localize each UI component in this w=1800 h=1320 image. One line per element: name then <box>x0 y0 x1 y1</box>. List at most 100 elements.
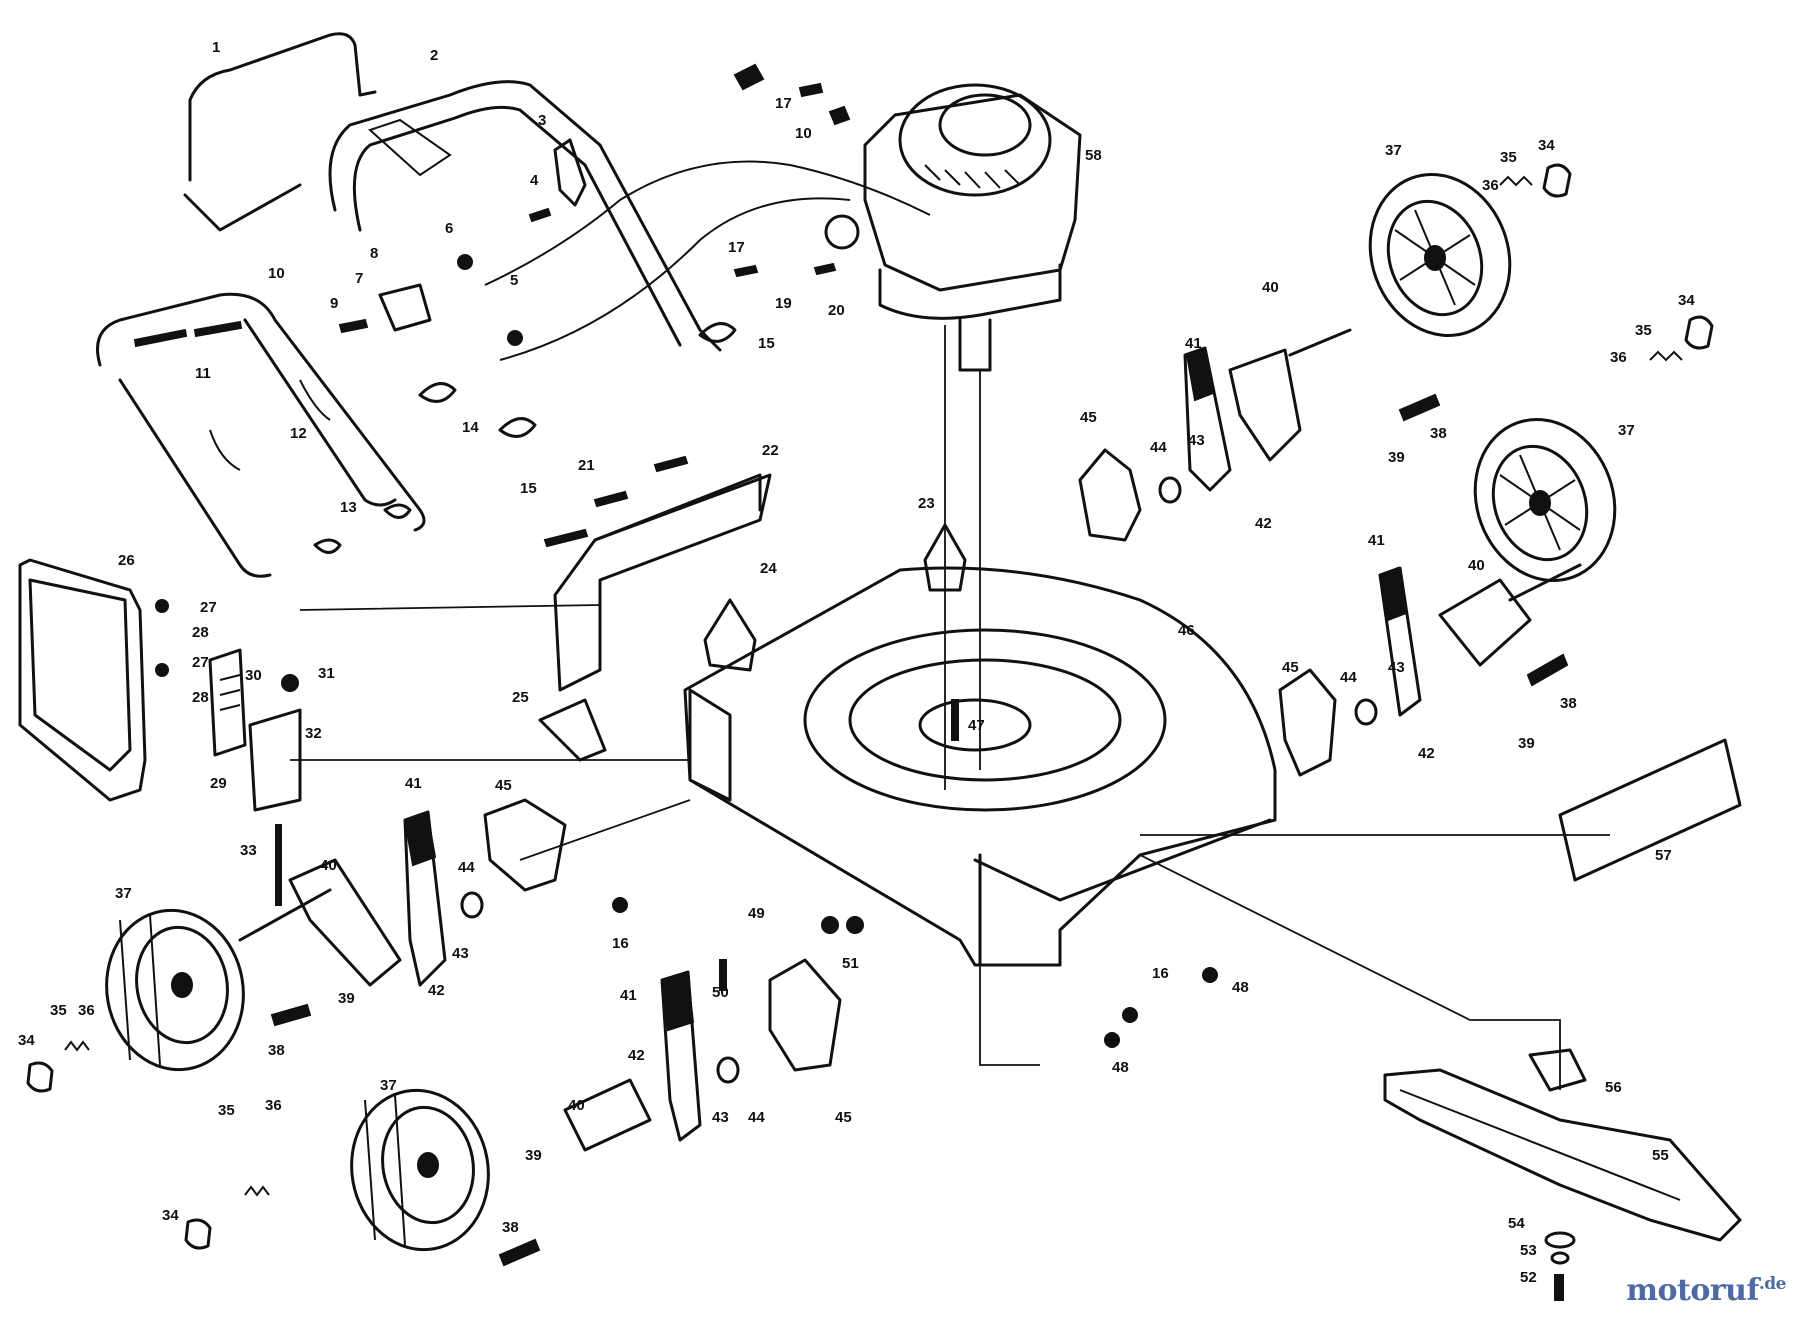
wheel-rear-right <box>1368 173 1512 337</box>
callout-21: 21 <box>578 457 595 474</box>
callout-56: 56 <box>1605 1079 1622 1096</box>
callout-29: 29 <box>210 775 227 792</box>
callout-26: 26 <box>118 552 135 569</box>
callout-42b: 42 <box>1418 745 1435 762</box>
rear-bracket-assembly <box>538 455 967 762</box>
callout-57: 57 <box>1655 847 1672 864</box>
callout-41c: 41 <box>405 775 422 792</box>
callout-34a: 34 <box>1538 137 1555 154</box>
callout-37c: 37 <box>115 885 132 902</box>
callout-9: 9 <box>330 295 338 312</box>
callout-40c: 40 <box>320 857 337 874</box>
callout-38c: 38 <box>268 1042 285 1059</box>
callout-10a: 10 <box>268 265 285 282</box>
callout-35d: 35 <box>218 1102 235 1119</box>
callout-48b: 48 <box>1112 1059 1129 1076</box>
callout-25: 25 <box>512 689 529 706</box>
watermark-tld: .de <box>1758 1274 1787 1294</box>
callout-44b: 44 <box>1340 669 1357 686</box>
callout-5: 5 <box>510 272 518 289</box>
watermark-brand: motoruf <box>1626 1273 1759 1308</box>
callout-55: 55 <box>1652 1147 1669 1164</box>
callout-45d: 45 <box>835 1109 852 1126</box>
wheel-front-left <box>350 1088 490 1252</box>
callout-42d: 42 <box>628 1047 645 1064</box>
blade-assembly <box>1383 1048 1742 1301</box>
callout-27a: 27 <box>200 599 217 616</box>
callout-45b: 45 <box>1282 659 1299 676</box>
callout-39c: 39 <box>338 990 355 1007</box>
callout-31: 31 <box>318 665 335 682</box>
callout-41b: 41 <box>1368 532 1385 549</box>
lower-handle-assembly <box>96 254 737 578</box>
callout-36a: 36 <box>1482 177 1499 194</box>
callout-45c: 45 <box>495 777 512 794</box>
callout-15a: 15 <box>520 480 537 497</box>
callout-40a: 40 <box>1262 279 1279 296</box>
callout-48a: 48 <box>1232 979 1249 996</box>
callout-42c: 42 <box>428 982 445 999</box>
callout-41d: 41 <box>620 987 637 1004</box>
callout-27b: 27 <box>192 654 209 671</box>
callout-28b: 28 <box>192 689 209 706</box>
callout-40b: 40 <box>1468 557 1485 574</box>
callout-17b: 17 <box>728 239 745 256</box>
callout-19: 19 <box>775 295 792 312</box>
callout-39a: 39 <box>1388 449 1405 466</box>
callout-38d: 38 <box>502 1219 519 1236</box>
callout-38b: 38 <box>1560 695 1577 712</box>
callout-39d: 39 <box>525 1147 542 1164</box>
callout-35c: 35 <box>50 1002 67 1019</box>
callout-24: 24 <box>760 560 777 577</box>
motoruf-watermark: motoruf.de <box>1626 1273 1786 1308</box>
callout-7: 7 <box>355 270 363 287</box>
upper-handle-assembly <box>183 32 931 361</box>
callout-10b: 10 <box>795 125 812 142</box>
callout-40d: 40 <box>568 1097 585 1114</box>
callout-54: 54 <box>1508 1215 1525 1232</box>
callout-16a: 16 <box>612 935 629 952</box>
callout-35b: 35 <box>1635 322 1652 339</box>
decal-plate <box>1558 738 1742 882</box>
callout-17a: 17 <box>775 95 792 112</box>
callout-36b: 36 <box>1610 349 1627 366</box>
callout-35a: 35 <box>1500 149 1517 166</box>
callout-30: 30 <box>245 667 262 684</box>
callout-8: 8 <box>370 245 378 262</box>
callout-34d: 34 <box>162 1207 179 1224</box>
callout-47: 47 <box>968 717 985 734</box>
callout-44a: 44 <box>1150 439 1167 456</box>
callout-13: 13 <box>340 499 357 516</box>
callout-50: 50 <box>712 984 729 1001</box>
callout-4: 4 <box>530 172 539 189</box>
callout-37a: 37 <box>1385 142 1402 159</box>
engine <box>733 63 1082 372</box>
wheel-front-right <box>1473 418 1617 582</box>
callout-43c: 43 <box>452 945 469 962</box>
callout-52: 52 <box>1520 1269 1537 1286</box>
callout-2: 2 <box>430 47 438 64</box>
callout-16b: 16 <box>1152 965 1169 982</box>
callout-23: 23 <box>918 495 935 512</box>
callout-37d: 37 <box>380 1077 397 1094</box>
callout-32: 32 <box>305 725 322 742</box>
callout-22: 22 <box>762 442 779 459</box>
callout-46: 46 <box>1178 622 1195 639</box>
callout-36c: 36 <box>78 1002 95 1019</box>
callout-43b: 43 <box>1388 659 1405 676</box>
callout-20: 20 <box>828 302 845 319</box>
callout-38a: 38 <box>1430 425 1447 442</box>
callout-49: 49 <box>748 905 765 922</box>
callout-14: 14 <box>462 419 479 436</box>
callout-34c: 34 <box>18 1032 35 1049</box>
callout-45a: 45 <box>1080 409 1097 426</box>
wheel-rear-left <box>105 908 245 1072</box>
callout-28a: 28 <box>192 624 209 641</box>
callout-3: 3 <box>538 112 546 129</box>
callout-44c: 44 <box>458 859 475 876</box>
callout-43a: 43 <box>1188 432 1205 449</box>
callout-43d: 43 <box>712 1109 729 1126</box>
callout-1: 1 <box>212 39 220 56</box>
